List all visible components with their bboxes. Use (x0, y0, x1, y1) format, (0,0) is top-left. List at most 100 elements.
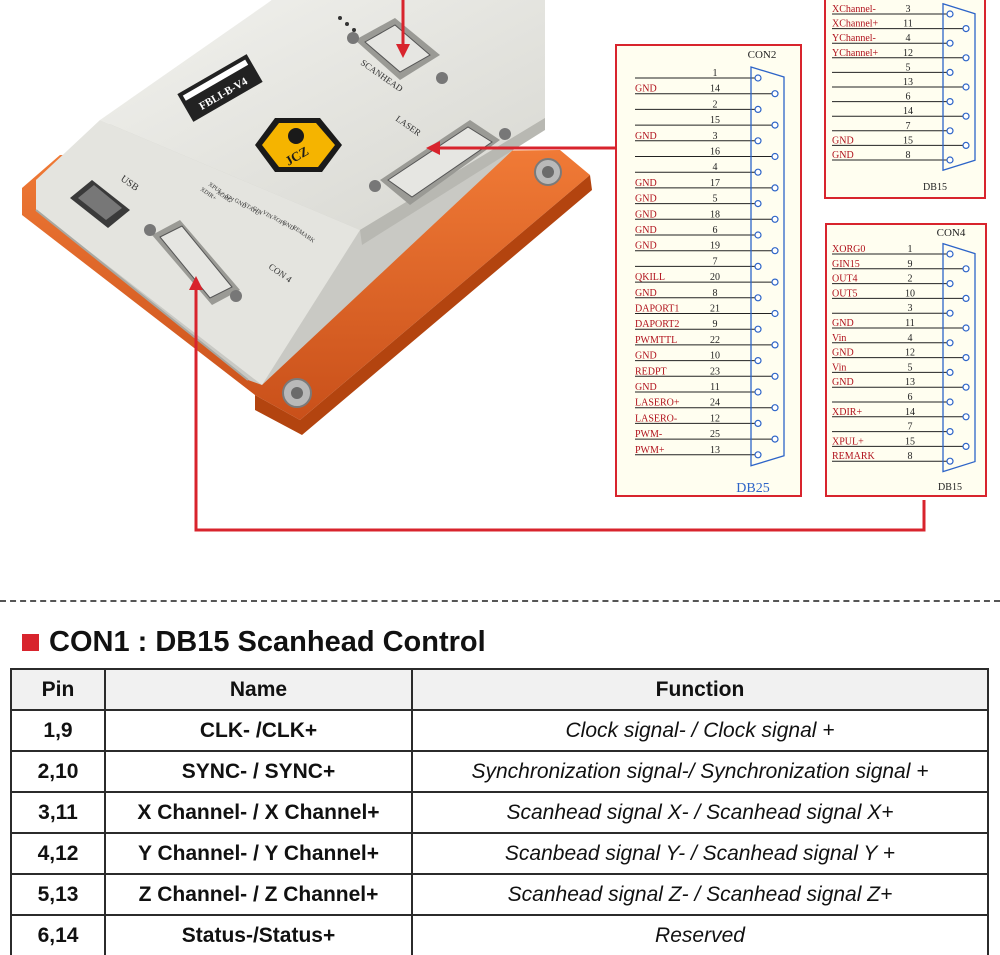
con3-connector-outline (942, 2, 976, 172)
con2-pin-contact (771, 404, 779, 412)
con4-pin-number: 15 (905, 436, 915, 447)
con4-pin-contact (962, 294, 970, 302)
con4-pin-label: XDIR+ (832, 407, 862, 418)
con3-pin-row: YChannel-4 (832, 33, 954, 47)
con3-pin-contact (962, 54, 970, 62)
con3-pin-row: 7 (832, 121, 954, 135)
con3-pin-number: 13 (903, 77, 913, 88)
con2-pin-row: LASERO-12 (635, 413, 762, 427)
con4-db15-port (144, 220, 242, 305)
con3-pin-row: XChannel+11 (832, 19, 970, 33)
con2-pin-number: 12 (710, 413, 720, 424)
con2-pin-label: PWM- (635, 429, 662, 440)
con2-pin-number: 24 (710, 398, 720, 409)
cell-pin: 6,14 (10, 914, 104, 955)
con4-pin-number: 3 (908, 303, 913, 314)
con2-pin-row: 7 (635, 256, 762, 270)
con2-pin-label: PWM+ (635, 445, 665, 456)
con3-pin-number: 8 (906, 150, 911, 161)
con2-pin-row: 4 (635, 162, 762, 176)
con3-pin-contact (946, 97, 954, 106)
cell-pin: 1,9 (10, 709, 104, 750)
con4-pin-number: 13 (905, 377, 915, 388)
con4-pin-label: OUT5 (832, 288, 858, 299)
con3-pin-label: GND (832, 135, 854, 146)
connection-lines (194, 0, 926, 532)
con4-pin-number: 5 (908, 362, 913, 373)
con4-pin-contact (946, 457, 954, 465)
con2-pin-row: DAPORT1 21 (635, 304, 779, 318)
con2-pin-contact (771, 215, 779, 223)
con2-pin-contact (754, 231, 762, 239)
con2-pin-label: DAPORT1 (635, 304, 679, 315)
cell-function: Scanhead signal Z- / Scanhead signal Z+ (411, 873, 989, 914)
con2-connector-label: DB25 (736, 481, 769, 496)
con3-connector-label: DB15 (923, 182, 947, 193)
con2-pin-contact (754, 200, 762, 208)
con2-pin-label: REDPT (635, 366, 667, 377)
pinout-table: Pin Name Function 1,9 CLK- /CLK+ Clock s… (10, 668, 989, 955)
con3-pin-contact (962, 141, 970, 149)
cell-pin: 2,10 (10, 750, 104, 791)
con4-pin-row: XPUL+15 (832, 436, 970, 450)
header-name: Name (104, 668, 411, 709)
con2-pin-number: 18 (710, 209, 720, 220)
cell-name: CLK- /CLK+ (104, 709, 411, 750)
con2-pin-label: GND (635, 178, 657, 189)
con2-pin-label: GND (635, 288, 657, 299)
con2-pin-contact (754, 105, 762, 114)
con4-pin-number: 8 (908, 451, 913, 462)
con2-pin-contact (771, 184, 779, 192)
cell-function: Synchronization signal-/ Synchronization… (411, 750, 989, 791)
con4-pin-contact (946, 250, 954, 258)
con3-pin-contact (946, 68, 954, 77)
con4-pin-label: OUT4 (832, 274, 858, 285)
con2-pin-row: LASERO+24 (635, 398, 779, 412)
con4-pin-number: 7 (908, 422, 913, 433)
con2-pin-number: 10 (710, 351, 720, 362)
con2-pin-label: GND (635, 382, 657, 393)
con2-pin-contact (771, 341, 779, 349)
con2-connector-outline (750, 66, 785, 467)
con2-pin-row: 16 (635, 147, 779, 161)
con4-pin-contact (946, 398, 954, 406)
con3-pin-contact (946, 127, 954, 135)
con2-pin-label: PWMTTL (635, 335, 677, 346)
con3-pin-row: XChannel-3 (832, 4, 954, 18)
con2-pin-number: 25 (710, 429, 720, 440)
con4-pin-number: 10 (905, 288, 915, 299)
con4-pin-number: 14 (905, 407, 915, 418)
con2-pin-contact (754, 262, 762, 270)
con2-pin-number: 7 (713, 256, 718, 267)
con2-pin-label: QKILL (635, 272, 665, 283)
status-led-dots (338, 16, 356, 32)
header-pin: Pin (10, 668, 104, 709)
con2-pin-contact (771, 435, 779, 443)
arrow-head (396, 44, 410, 58)
con2-pin-label: GND (635, 84, 657, 95)
con3-pin-label: XChannel- (832, 4, 876, 15)
con3-pin-number: 7 (906, 121, 911, 132)
con4-pin-contact (946, 428, 954, 436)
table-row: 4,12 Y Channel- / Y Channel+ Scanbead si… (10, 832, 989, 873)
con2-pin-number: 9 (713, 319, 718, 330)
table-row: 3,11 X Channel- / X Channel+ Scanhead si… (10, 791, 989, 832)
con2-pin-contact (754, 325, 762, 333)
con2-pin-number: 21 (710, 304, 720, 315)
con4-pin-contact (946, 280, 954, 288)
con2-pin-contact (754, 388, 762, 396)
